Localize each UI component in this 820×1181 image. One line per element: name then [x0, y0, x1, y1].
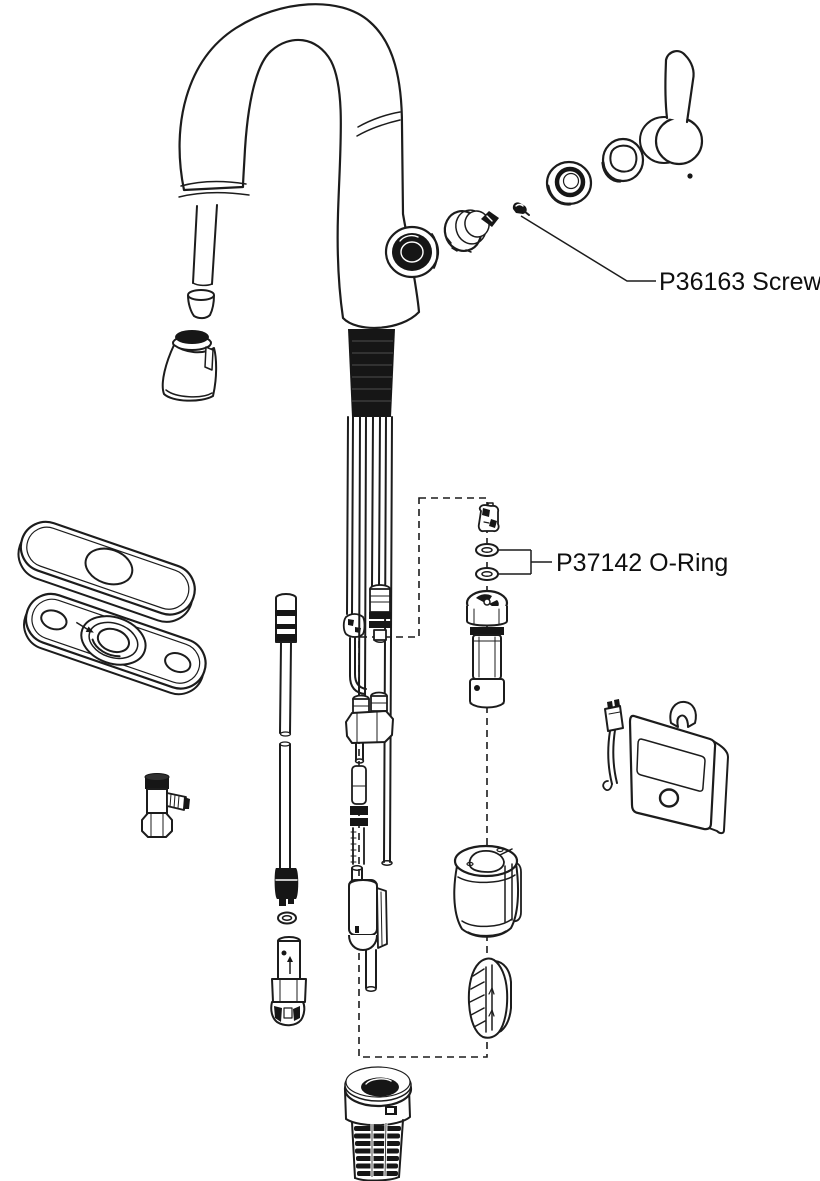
box-recess-panel [636, 738, 706, 792]
callout-screw-leader-line [520, 215, 656, 282]
sprayer-outlet-fitting [348, 865, 388, 992]
valve-cartridge [443, 209, 499, 253]
hose-quick-connector [465, 589, 509, 709]
mounting-plate [23, 592, 207, 696]
threaded-shank [348, 329, 395, 417]
aerator-filter [343, 1066, 413, 1181]
retaining-clip [477, 502, 500, 533]
handle-pin-dot [687, 173, 693, 179]
hose-weight-bottom-half [467, 957, 512, 1039]
hose-o-ring [277, 911, 297, 925]
hose-weight-top-half [453, 844, 522, 938]
quick-connect-fitting [369, 584, 391, 643]
check-valve-fitting [141, 773, 190, 838]
escutcheon-plate [17, 520, 196, 623]
battery-control-box [602, 699, 729, 835]
filter-basket-slats [354, 1122, 401, 1177]
hose-union-nut [345, 691, 394, 744]
box-button [658, 788, 680, 808]
callout-screw-label: P36163 Screw [659, 268, 820, 296]
supply-tubes [342, 416, 394, 992]
trim-ring [545, 160, 593, 206]
o-ring-lower [475, 567, 499, 581]
power-cable [602, 699, 624, 791]
callout-oring-label: P37142 O-Ring [556, 549, 728, 577]
pull-down-spray-head [161, 204, 218, 402]
hose-adapter [270, 936, 307, 1027]
callout-screw: P36163 Screw [520, 215, 820, 296]
callout-oring-bracket [498, 549, 552, 575]
set-screw [512, 202, 530, 216]
o-ring-upper [475, 543, 499, 557]
handle-cap [601, 137, 645, 183]
callout-oring: P37142 O-Ring [498, 549, 728, 577]
handle-lever [639, 50, 704, 179]
faucet-body [178, 3, 440, 417]
supply-hose [270, 593, 307, 1027]
